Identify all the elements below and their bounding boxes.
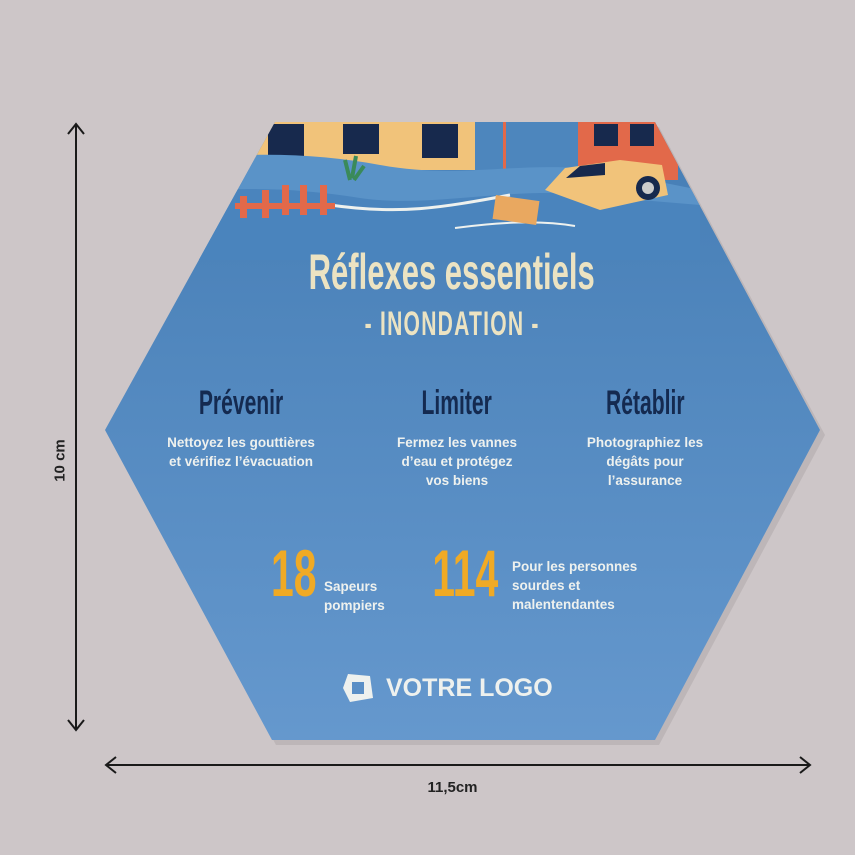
card-title: Réflexes essentiels — [308, 244, 596, 300]
column-heading: Rétablir — [605, 384, 685, 422]
column-heading: Limiter — [421, 384, 493, 422]
emergency-number-114: 114 — [431, 536, 499, 610]
column-heading: Prévenir — [198, 384, 284, 422]
emergency-number-18: 18 — [271, 536, 317, 610]
height-dimension-label: 10 cm — [51, 439, 69, 482]
width-dimension-label: 11,5cm — [427, 779, 478, 796]
logo-placeholder: VOTRE LOGO — [340, 670, 553, 706]
dimension-arrows — [67, 122, 812, 774]
card-subtitle: - INONDATION - — [364, 305, 540, 343]
logo-icon — [343, 674, 373, 702]
logo-text: VOTRE LOGO — [386, 673, 553, 702]
